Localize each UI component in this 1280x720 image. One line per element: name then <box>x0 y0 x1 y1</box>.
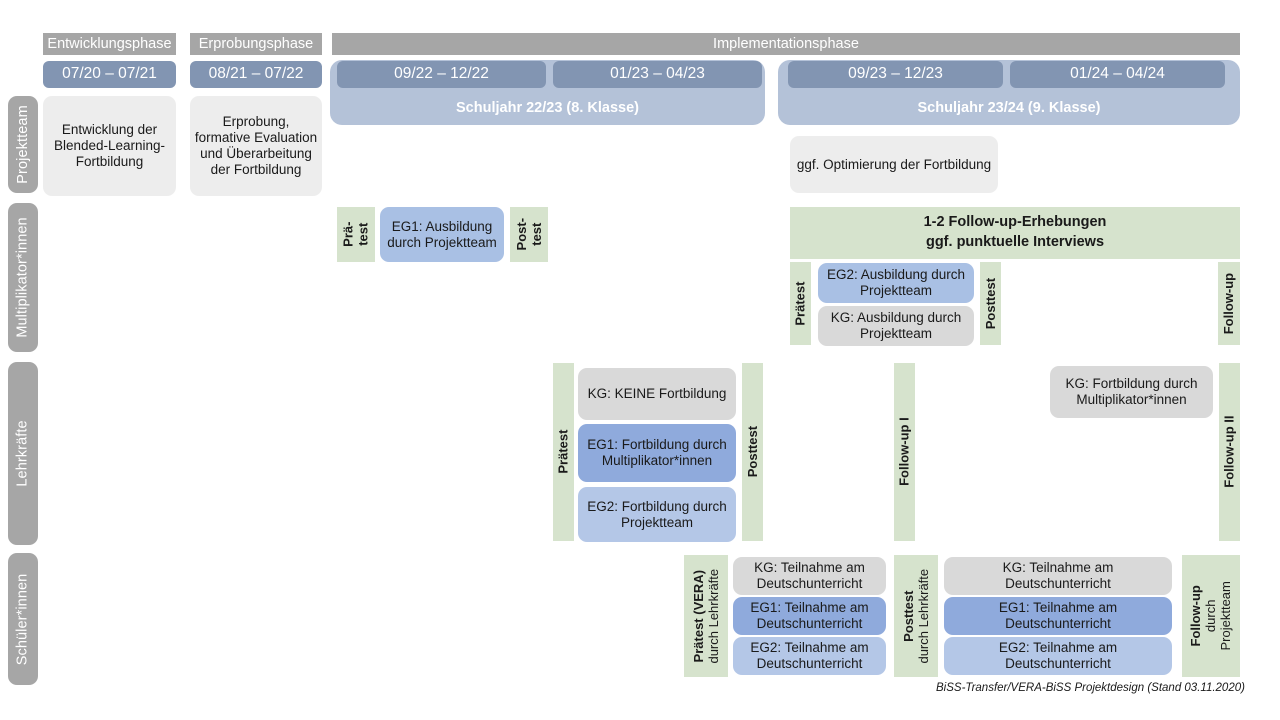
multiplikatoren-praetest-1-bar: test Prä- <box>337 207 375 262</box>
period-label: 08/21 – 07/22 <box>208 65 304 83</box>
rail-projektteam: Projektteam <box>8 96 38 193</box>
school-year-label: Schuljahr 22/23 (8. Klasse) <box>456 100 639 117</box>
box-text: KG: Ausbildung durch Projektteam <box>830 310 962 341</box>
followup-banner-line-2: ggf. punktuelle Interviews <box>925 234 1105 250</box>
multiplikatoren-kg-box: KG: Ausbildung durch Projektteam <box>818 306 974 346</box>
schueler-block-b-kg-box: KG: Teilnahme am Deutschunterricht <box>944 557 1172 595</box>
phase-label: Entwicklungsphase <box>47 35 172 52</box>
schueler-block-b-eg2-box: EG2: Teilnahme am Deutschunterricht <box>944 637 1172 675</box>
rail-label: Schüler*innen <box>14 573 31 665</box>
school-year-label: Schuljahr 23/24 (9. Klasse) <box>917 100 1101 117</box>
box-text: KG: KEINE Fortbildung <box>587 386 727 402</box>
period-chip-0922-1222: 09/22 – 12/22 <box>337 61 546 88</box>
projektteam-erprobung-box: Erprobung, formative Evaluation und Über… <box>190 96 322 196</box>
box-text: EG1: Teilnahme am Deutschunterricht <box>998 600 1118 631</box>
period-chip-0923-1223: 09/23 – 12/23 <box>788 61 1003 88</box>
praetest-label: Prätest <box>555 429 571 475</box>
phase-label: Erprobungsphase <box>198 35 314 52</box>
multiplikatoren-followup-bar: Follow-up <box>1218 262 1240 345</box>
posttest-line-2: test <box>529 222 544 247</box>
followup-1-label: Follow-up I <box>896 417 912 487</box>
posttest-vertical-label: durch Lehrkräfte Posttest <box>901 569 931 664</box>
followup-label: Follow-up <box>1221 272 1237 335</box>
multiplikatoren-posttest-2-bar: Posttest <box>980 262 1001 345</box>
praetest-vertical-label: durch Lehrkräfte Prätest (VERA) <box>691 569 721 664</box>
lehrkraefte-eg2-box: EG2: Fortbildung durch Projektteam <box>578 487 736 542</box>
schueler-posttest-bar: durch Lehrkräfte Posttest <box>894 555 938 677</box>
period-chip-0123-0423: 01/23 – 04/23 <box>553 61 762 88</box>
posttest-sub: durch Lehrkräfte <box>916 568 932 664</box>
box-text: EG2: Fortbildung durch Projektteam <box>587 498 727 530</box>
multiplikatoren-followup-banner: 1-2 Follow-up-Erhebungen ggf. punktuelle… <box>790 207 1240 259</box>
lehrkraefte-praetest-bar: Prätest <box>553 363 574 541</box>
box-text: EG2: Teilnahme am Deutschunterricht <box>750 640 869 671</box>
period-label: 07/20 – 07/21 <box>62 65 157 83</box>
box-text: Entwicklung der Blended-Learning-Fortbil… <box>53 122 166 169</box>
schueler-praetest-bar: durch Lehrkräfte Prätest (VERA) <box>684 555 728 677</box>
period-label: 01/23 – 04/23 <box>610 65 705 83</box>
lehrkraefte-followup-1-bar: Follow-up I <box>894 363 915 541</box>
lehrkraefte-eg1-box: EG1: Fortbildung durch Multiplikator*inn… <box>578 424 736 482</box>
box-text: EG1: Ausbildung durch Projektteam <box>387 218 497 250</box>
praetest-vertical-label: test Prä- <box>341 222 371 247</box>
period-label: 09/22 – 12/22 <box>394 65 489 83</box>
multiplikatoren-eg1-box: EG1: Ausbildung durch Projektteam <box>380 207 504 262</box>
followup-sub-2: Projektteam <box>1218 581 1234 651</box>
period-label: 01/24 – 04/24 <box>1070 65 1165 83</box>
phase-bar-entwicklungsphase: Entwicklungsphase <box>43 33 176 55</box>
posttest-line-1: Post- <box>513 218 529 251</box>
rail-lehrkraefte: Lehrkräfte <box>8 362 38 545</box>
box-text: EG1: Fortbildung durch Multiplikator*inn… <box>587 437 727 468</box>
schueler-block-a-eg2-box: EG2: Teilnahme am Deutschunterricht <box>733 637 886 675</box>
schueler-followup-bar: Projektteam durch Follow-up <box>1182 555 1240 677</box>
box-text: EG2: Teilnahme am Deutschunterricht <box>998 640 1118 671</box>
lehrkraefte-kg-fortbildung-box: KG: Fortbildung durch Multiplikator*inne… <box>1050 366 1213 418</box>
rail-label: Lehrkräfte <box>14 420 31 487</box>
period-chip-0124-0424: 01/24 – 04/24 <box>1010 61 1225 88</box>
schueler-block-a-eg1-box: EG1: Teilnahme am Deutschunterricht <box>733 597 886 635</box>
praetest-line-2: test <box>355 222 371 247</box>
period-chip-0720-0721: 07/20 – 07/21 <box>43 61 176 88</box>
followup-banner-line-1: 1-2 Follow-up-Erhebungen <box>923 214 1107 231</box>
projektteam-entwicklung-box: Entwicklung der Blended-Learning-Fortbil… <box>43 96 176 196</box>
lehrkraefte-followup-2-bar: Follow-up II <box>1219 363 1240 541</box>
period-chip-0821-0722: 08/21 – 07/22 <box>190 61 322 88</box>
praetest-sub: durch Lehrkräfte <box>706 568 722 664</box>
multiplikatoren-eg2-box: EG2: Ausbildung durch Projektteam <box>818 263 974 303</box>
schueler-block-a-kg-box: KG: Teilnahme am Deutschunterricht <box>733 557 886 595</box>
rail-schuelerinnen: Schüler*innen <box>8 553 38 685</box>
box-text: Erprobung, formative Evaluation und Über… <box>194 114 318 177</box>
schueler-block-b-eg1-box: EG1: Teilnahme am Deutschunterricht <box>944 597 1172 635</box>
multiplikatoren-posttest-1-bar: test Post- <box>510 207 548 262</box>
posttest-head: Posttest <box>900 590 916 642</box>
lehrkraefte-kg-keine-box: KG: KEINE Fortbildung <box>578 368 736 420</box>
box-text: KG: Teilnahme am Deutschunterricht <box>1002 560 1114 591</box>
phase-label: Implementationsphase <box>713 35 859 52</box>
followup-sub-1: durch <box>1203 599 1219 633</box>
period-label: 09/23 – 12/23 <box>848 65 943 83</box>
rail-multiplikatorinnen: Multiplikator*innen <box>8 203 38 352</box>
box-text: KG: Fortbildung durch Multiplikator*inne… <box>1065 376 1198 407</box>
rail-label: Projektteam <box>14 105 31 184</box>
posttest-label: Posttest <box>982 277 998 330</box>
footer-note: BiSS-Transfer/VERA-BiSS Projektdesign (S… <box>936 682 1245 694</box>
lehrkraefte-posttest-bar: Posttest <box>742 363 763 541</box>
followup-2-label: Follow-up II <box>1221 415 1237 489</box>
phase-bar-erprobungsphase: Erprobungsphase <box>190 33 322 55</box>
followup-head: Follow-up <box>1188 585 1204 647</box>
box-text: EG2: Ausbildung durch Projektteam <box>826 267 966 298</box>
projektteam-optimierung-box: ggf. Optimierung der Fortbildung <box>790 136 998 193</box>
multiplikatoren-praetest-2-bar: Prätest <box>790 262 811 345</box>
rail-label: Multiplikator*innen <box>14 217 31 338</box>
praetest-line-1: Prä- <box>340 221 356 248</box>
box-text: EG1: Teilnahme am Deutschunterricht <box>750 600 869 631</box>
posttest-vertical-label: test Post- <box>514 218 544 251</box>
praetest-head: Prätest (VERA) <box>690 569 706 663</box>
box-text: KG: Teilnahme am Deutschunterricht <box>754 560 865 591</box>
posttest-label: Posttest <box>744 426 760 478</box>
praetest-label: Prätest <box>792 281 808 326</box>
followup-vertical-label: Projektteam durch Follow-up <box>1188 581 1234 650</box>
box-text: ggf. Optimierung der Fortbildung <box>796 156 992 172</box>
phase-bar-implementationsphase: Implementationsphase <box>332 33 1240 55</box>
